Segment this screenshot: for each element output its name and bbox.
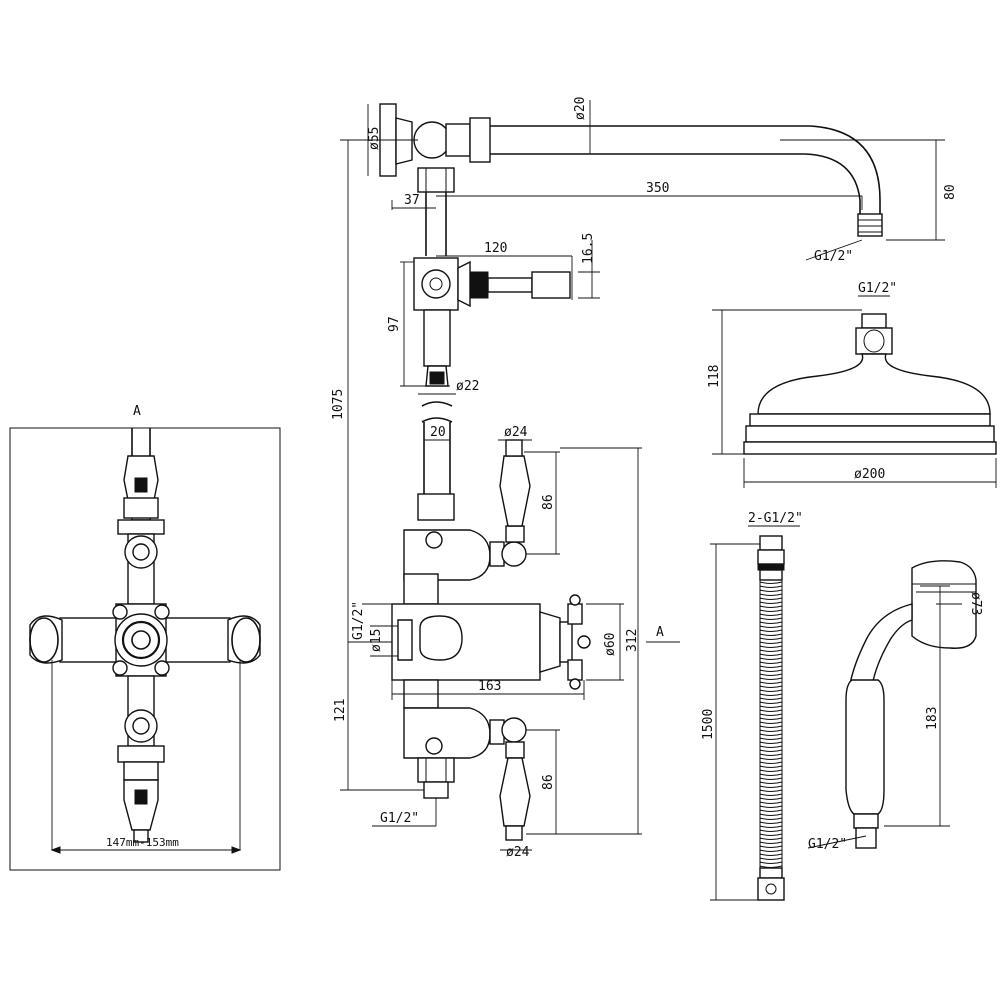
side-view: ø20 ø55 80 G1/2" 37 350 12 xyxy=(331,97,958,860)
inlet-dia-label: ø15 xyxy=(369,629,384,652)
control-dia-label: ø60 xyxy=(603,633,618,656)
shower-head: G1/2" 118 ø200 xyxy=(707,281,997,488)
hand-shower: ø73 183 G1/2" xyxy=(807,560,983,852)
hand-head-dia-label: ø73 xyxy=(968,592,983,615)
arm-reach-label: 350 xyxy=(646,181,669,196)
handle-dia-bottom-label: ø24 xyxy=(506,845,530,860)
inlet-thread-left-label: G1/2" xyxy=(351,601,366,640)
head-thread-label: G1/2" xyxy=(858,281,897,296)
head-height-label: 118 xyxy=(707,365,722,388)
hose: 2-G1/2" 1500 xyxy=(701,511,803,901)
hose-thread-label: 2-G1/2" xyxy=(748,511,803,526)
hand-length-label: 183 xyxy=(925,707,940,730)
diverter-handle-dia-label: 16.5 xyxy=(581,233,596,264)
diverter-length-label: 120 xyxy=(484,241,507,256)
handle-height-bottom-label: 86 xyxy=(541,774,556,790)
hose-length-label: 1500 xyxy=(701,709,716,740)
outlet-thread-bottom-label: G1/2" xyxy=(380,811,419,826)
arm-drop-label: 80 xyxy=(943,184,958,200)
riser-dia-label: ø22 xyxy=(456,379,479,394)
handle-height-top-label: 86 xyxy=(541,494,556,510)
pipe-dia-label: ø20 xyxy=(573,97,588,120)
centres-width-label: 147mm-153mm xyxy=(106,836,179,849)
total-height-label: 1075 xyxy=(331,389,346,420)
riser-width-label: 20 xyxy=(430,425,446,440)
arm-thread-label: G1/2" xyxy=(814,249,853,264)
hand-thread-label: G1/2" xyxy=(808,837,847,852)
handle-dia-top-label: ø24 xyxy=(504,425,528,440)
front-view-section-label: A xyxy=(133,404,141,419)
head-diameter-label: ø200 xyxy=(854,467,885,482)
body-height-label: 312 xyxy=(625,629,640,652)
section-marker: A xyxy=(656,625,664,640)
body-length-label: 163 xyxy=(478,679,501,694)
diverter-height-label: 97 xyxy=(387,316,402,332)
arm-offset-label: 37 xyxy=(404,193,420,208)
lower-height-label: 121 xyxy=(333,699,348,722)
flange-dia-label: ø55 xyxy=(367,127,382,150)
front-view: A xyxy=(9,404,281,871)
